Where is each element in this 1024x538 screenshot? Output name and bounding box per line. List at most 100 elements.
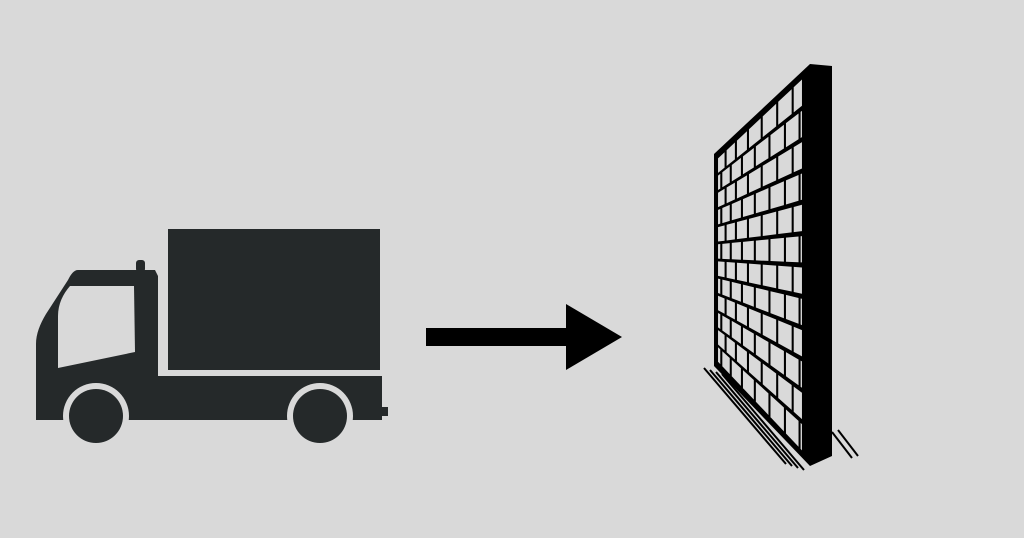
brick: [731, 359, 741, 386]
brick: [778, 265, 792, 292]
brick: [778, 320, 792, 351]
brick: [800, 110, 802, 138]
brick: [718, 244, 721, 259]
brick: [755, 239, 769, 261]
brick: [742, 327, 754, 354]
brick: [785, 352, 799, 386]
brick: [793, 266, 802, 294]
brick: [726, 142, 735, 166]
brick: [726, 222, 735, 241]
brick: [722, 315, 730, 336]
brick: [748, 167, 761, 193]
brick: [736, 303, 747, 327]
brick: [748, 353, 761, 383]
arrow-head: [566, 304, 622, 370]
brick: [718, 208, 721, 225]
brick: [731, 281, 741, 302]
brick: [770, 237, 784, 262]
brick: [742, 194, 754, 218]
truck-window-icon: [58, 286, 135, 368]
brick: [731, 199, 741, 221]
brick: [785, 236, 799, 263]
brick: [785, 174, 799, 205]
brick: [755, 381, 769, 415]
brick: [722, 351, 730, 375]
arrow-shaft: [426, 328, 570, 346]
brick: [762, 314, 777, 343]
brick: [718, 312, 721, 329]
brick: [778, 148, 792, 180]
brick: [770, 343, 784, 375]
brick: [800, 298, 802, 326]
brick: [762, 363, 777, 397]
brick: [793, 386, 802, 420]
brick: [793, 142, 802, 173]
brick: [800, 360, 802, 388]
wall-ground-hatch-left: [703, 367, 805, 471]
brick: [718, 278, 721, 294]
arrow-right-icon: [426, 304, 622, 370]
brick: [755, 136, 769, 167]
brick: [736, 262, 747, 283]
brick: [770, 395, 784, 432]
brick: [762, 103, 777, 138]
brick: [778, 89, 792, 125]
brick: [770, 291, 784, 319]
brick: [785, 409, 799, 447]
brick: [793, 326, 802, 357]
brick: [726, 262, 735, 280]
brick: [731, 157, 741, 182]
front-wheel-icon: [69, 389, 123, 443]
brick: [731, 320, 741, 344]
brick: [736, 175, 747, 199]
brick: [722, 243, 730, 260]
brick: [762, 211, 777, 236]
brick: [770, 124, 784, 157]
brick: [742, 370, 754, 400]
truck-cargo-box: [168, 229, 380, 370]
brick: [722, 166, 730, 188]
brick: [718, 225, 725, 242]
brick: [793, 204, 802, 233]
brick: [748, 118, 761, 149]
wall-side: [810, 64, 832, 466]
brick: [800, 173, 802, 201]
brick: [755, 334, 769, 364]
brick: [736, 344, 747, 371]
brick: [718, 295, 725, 314]
brick: [762, 264, 777, 289]
brick: [770, 181, 784, 209]
brick: [718, 152, 725, 173]
brick: [722, 279, 730, 298]
brick: [726, 182, 735, 204]
brick: [778, 375, 792, 410]
brick: [718, 330, 725, 351]
brick: [762, 157, 777, 187]
wall-ground-hatch-right: [831, 429, 859, 459]
brick: [731, 242, 741, 260]
brick-wall-icon: [703, 64, 859, 471]
wall-bricks: [718, 79, 802, 451]
brick: [748, 263, 761, 285]
brick: [793, 79, 802, 113]
brick: [800, 422, 802, 451]
truck-rear-bumper: [378, 407, 388, 416]
brick: [726, 336, 735, 360]
brick: [736, 131, 747, 158]
brick: [736, 219, 747, 240]
brick: [800, 236, 802, 263]
truck-antenna: [136, 260, 145, 272]
brick: [718, 347, 721, 365]
brick: [718, 261, 725, 278]
brick: [755, 287, 769, 313]
brick: [748, 308, 761, 334]
brick: [718, 188, 725, 208]
delivery-truck-icon: [36, 229, 388, 449]
brick: [742, 284, 754, 307]
brick: [778, 207, 792, 235]
brick: [785, 294, 799, 324]
brick: [742, 240, 754, 261]
brick: [722, 204, 730, 224]
brick: [742, 147, 754, 175]
